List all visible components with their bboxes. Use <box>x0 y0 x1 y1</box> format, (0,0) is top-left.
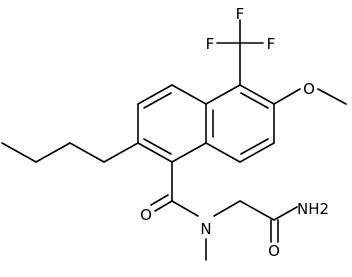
atom-f-left: F <box>206 35 215 53</box>
bond-ring-l2-inner <box>143 92 172 109</box>
bond-ring-l5 <box>171 142 207 163</box>
bond-carbonyl-n <box>171 200 199 217</box>
bond-c-nh2 <box>273 206 298 221</box>
bond-butyl-1 <box>103 142 139 163</box>
bond-ring-l1 <box>171 84 207 105</box>
atom-o-amide: O <box>140 206 152 224</box>
bond-ring-l2 <box>137 84 173 105</box>
bond-ring-o-methoxy <box>273 88 301 105</box>
bond-ring-r1 <box>239 84 275 105</box>
bond-ring-l4-inner <box>143 138 172 155</box>
bond-ring-r3 <box>239 142 275 163</box>
atom-o-terminal: O <box>268 242 280 260</box>
bond-carbonyl-o-2 <box>150 194 169 206</box>
atom-n-amide: N <box>200 220 211 238</box>
bond-butyl-2 <box>69 142 105 163</box>
bond-ring-r1-inner <box>240 92 269 109</box>
bond-ring-r3-inner <box>240 138 269 155</box>
bond-butyl-3 <box>35 142 71 163</box>
bond-ring-r6 <box>205 84 241 105</box>
bond-n-ch2 <box>213 200 241 217</box>
bond-butyl-4 <box>1 142 37 163</box>
atom-f-top: F <box>236 5 245 23</box>
bond-o-methyl <box>317 88 347 105</box>
bond-ring-r4 <box>205 142 241 163</box>
bond-ch2-c <box>239 200 275 221</box>
bond-carbonyl-o-1 <box>154 200 173 212</box>
atom-o-methoxy: O <box>303 80 315 98</box>
atom-f-right: F <box>267 35 276 53</box>
bond-layer <box>1 19 347 261</box>
bond-ring-l4 <box>137 142 173 163</box>
atom-labels: F F F O O N NH2 O <box>140 5 329 260</box>
atom-nh2: NH2 <box>297 200 329 218</box>
